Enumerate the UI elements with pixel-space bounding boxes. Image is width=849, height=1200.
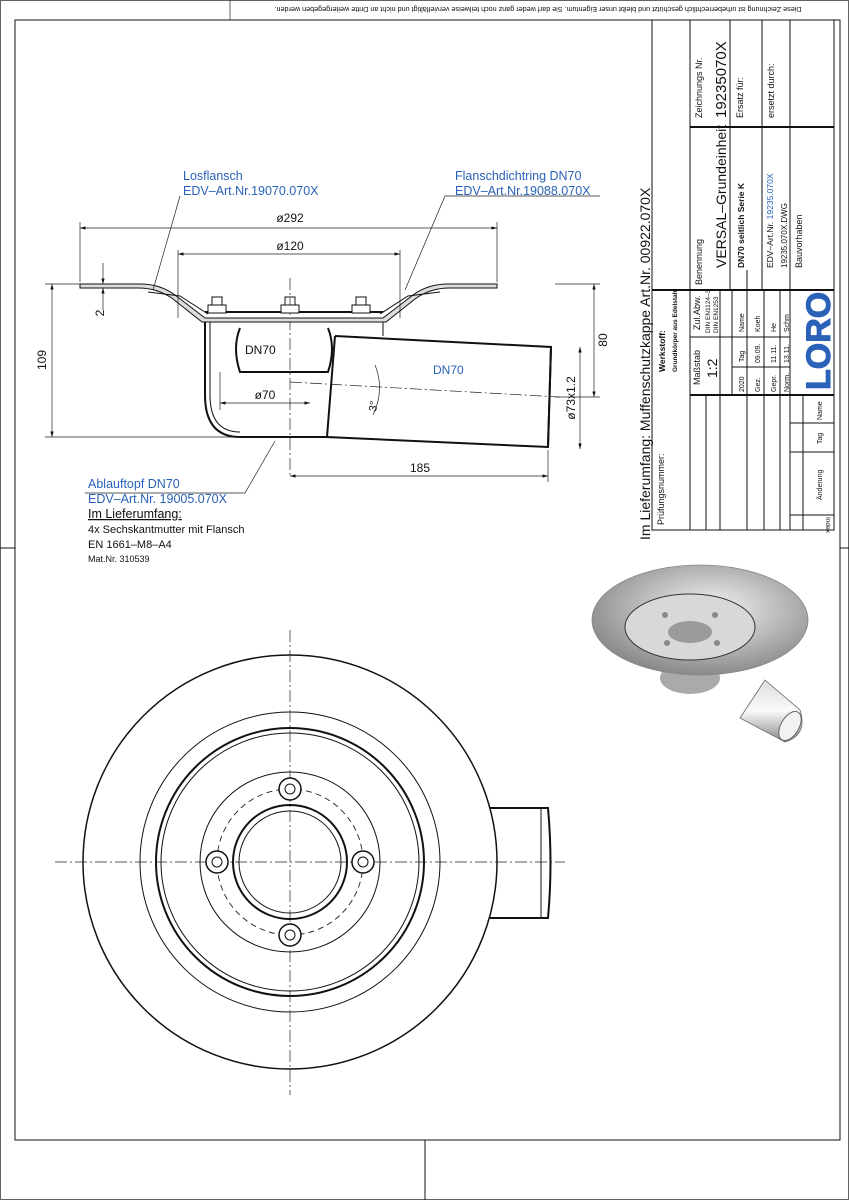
edv-value: 19235.070X [765,173,775,219]
label-dn70-pipe: DN70 [433,363,464,377]
edv-label: EDV–Art.Nr. [765,222,775,268]
massstab-label: Maßstab [692,350,702,385]
plan-view [55,630,565,1095]
scope-line1: 4x Sechskantmutter mit Flansch [88,524,245,536]
label-dn70-pot: DN70 [245,343,276,357]
product-render [591,564,809,743]
dim-pipe: ø73x1.2 [564,376,578,420]
ersetzt-durch: ersetzt durch: [766,63,776,118]
rev-tag-header: Tag [817,433,824,444]
bauvorhaben: Bauvorhaben [794,214,804,268]
rev-index-header: Index [824,517,831,534]
dim-t2: 2 [93,309,107,316]
dim-angle: 3° [367,400,381,412]
ersatz-fuer: Ersatz für: [735,77,745,118]
year: 2020 [739,376,746,392]
row-gez-name: Koeh [755,316,762,332]
tag-header: Tag [739,351,746,362]
row-norm-date: 13.11. [784,344,791,363]
rev-name-header: Name [817,401,824,420]
benennung-label: Benennung [694,239,704,285]
callout-ablauftopf-title: Ablauftopf DN70 [88,477,180,491]
rev-aenderung-header: Änderung [816,470,824,500]
callout-flanschdichtring-art: EDV–Art.Nr.19088.070X [455,184,591,198]
row-gepr-date: 11.11. [771,345,778,363]
zeichnungs-nr: 19235070X [713,41,730,118]
scope-heading: Im Lieferumfang: [88,507,182,521]
side-view [45,195,600,494]
scope-line2: EN 1661–M8–A4 [88,539,172,551]
zul-abw-label: Zul.Abw. [692,295,702,330]
row-gez-date: 09.09. [755,343,762,363]
zeichnungs-label: Zeichnungs Nr. [694,57,704,118]
zul-abw-2: DIN EN1253 [713,296,720,333]
row-norm-name: Schm [784,314,791,332]
zul-abw-1: DIN EN1124–3 [705,289,712,333]
dim-l185: 185 [410,461,430,475]
dim-d120: ø120 [276,239,304,253]
dim-d70: ø70 [255,388,276,402]
row-gepr-name: He [771,323,778,332]
pruefungsnummer-label: Prüfungsnummer: [656,453,666,525]
row-gez-role: Gez. [755,377,762,392]
callout-flanschdichtring-title: Flanschdichtring DN70 [455,169,581,183]
loro-logo: LORO [800,292,838,390]
massstab-value: 1:2 [704,358,720,378]
callout-losflansch-title: Losflansch [183,169,243,183]
bolt-studs [207,296,371,314]
row-gepr-role: Gepr. [771,375,778,392]
dwg-file: 19235.070X.DWG [780,203,789,268]
scope-rotated: Im Lieferumfang: Muffenschutzkappe Art.N… [637,187,653,540]
werkstoff-label: Werkstoff: [657,330,667,372]
name-header: Name [739,313,746,332]
row-norm-role: Norm. [784,373,791,392]
callout-ablauftopf-art: EDV–Art.Nr. 19005.070X [88,492,228,506]
bolt-nuts [205,777,375,947]
dim-h80: 80 [596,333,610,347]
callout-losflansch-art: EDV–Art.Nr.19070.070X [183,184,319,198]
subtitle: DN70 seitlich Serie K [736,182,746,268]
title-block [651,19,835,531]
copyright-notice: Diese Zeichnung ist urheberrechtlich ges… [275,5,802,14]
scope-line3: Mat.Nr. 310539 [88,554,150,564]
werkstoff-value: Grundkörper aus Edelstahl [672,288,679,372]
dim-h109: 109 [35,350,49,370]
edv-art-nr: EDV–Art.Nr. 19235.070X [765,173,775,268]
title-block-text: Prüfungsnummer: Werkstoff: Grundkörper a… [656,41,839,534]
dim-d292: ø292 [276,211,304,225]
benennung-value: VERSAL–Grundeinheit [713,125,729,268]
